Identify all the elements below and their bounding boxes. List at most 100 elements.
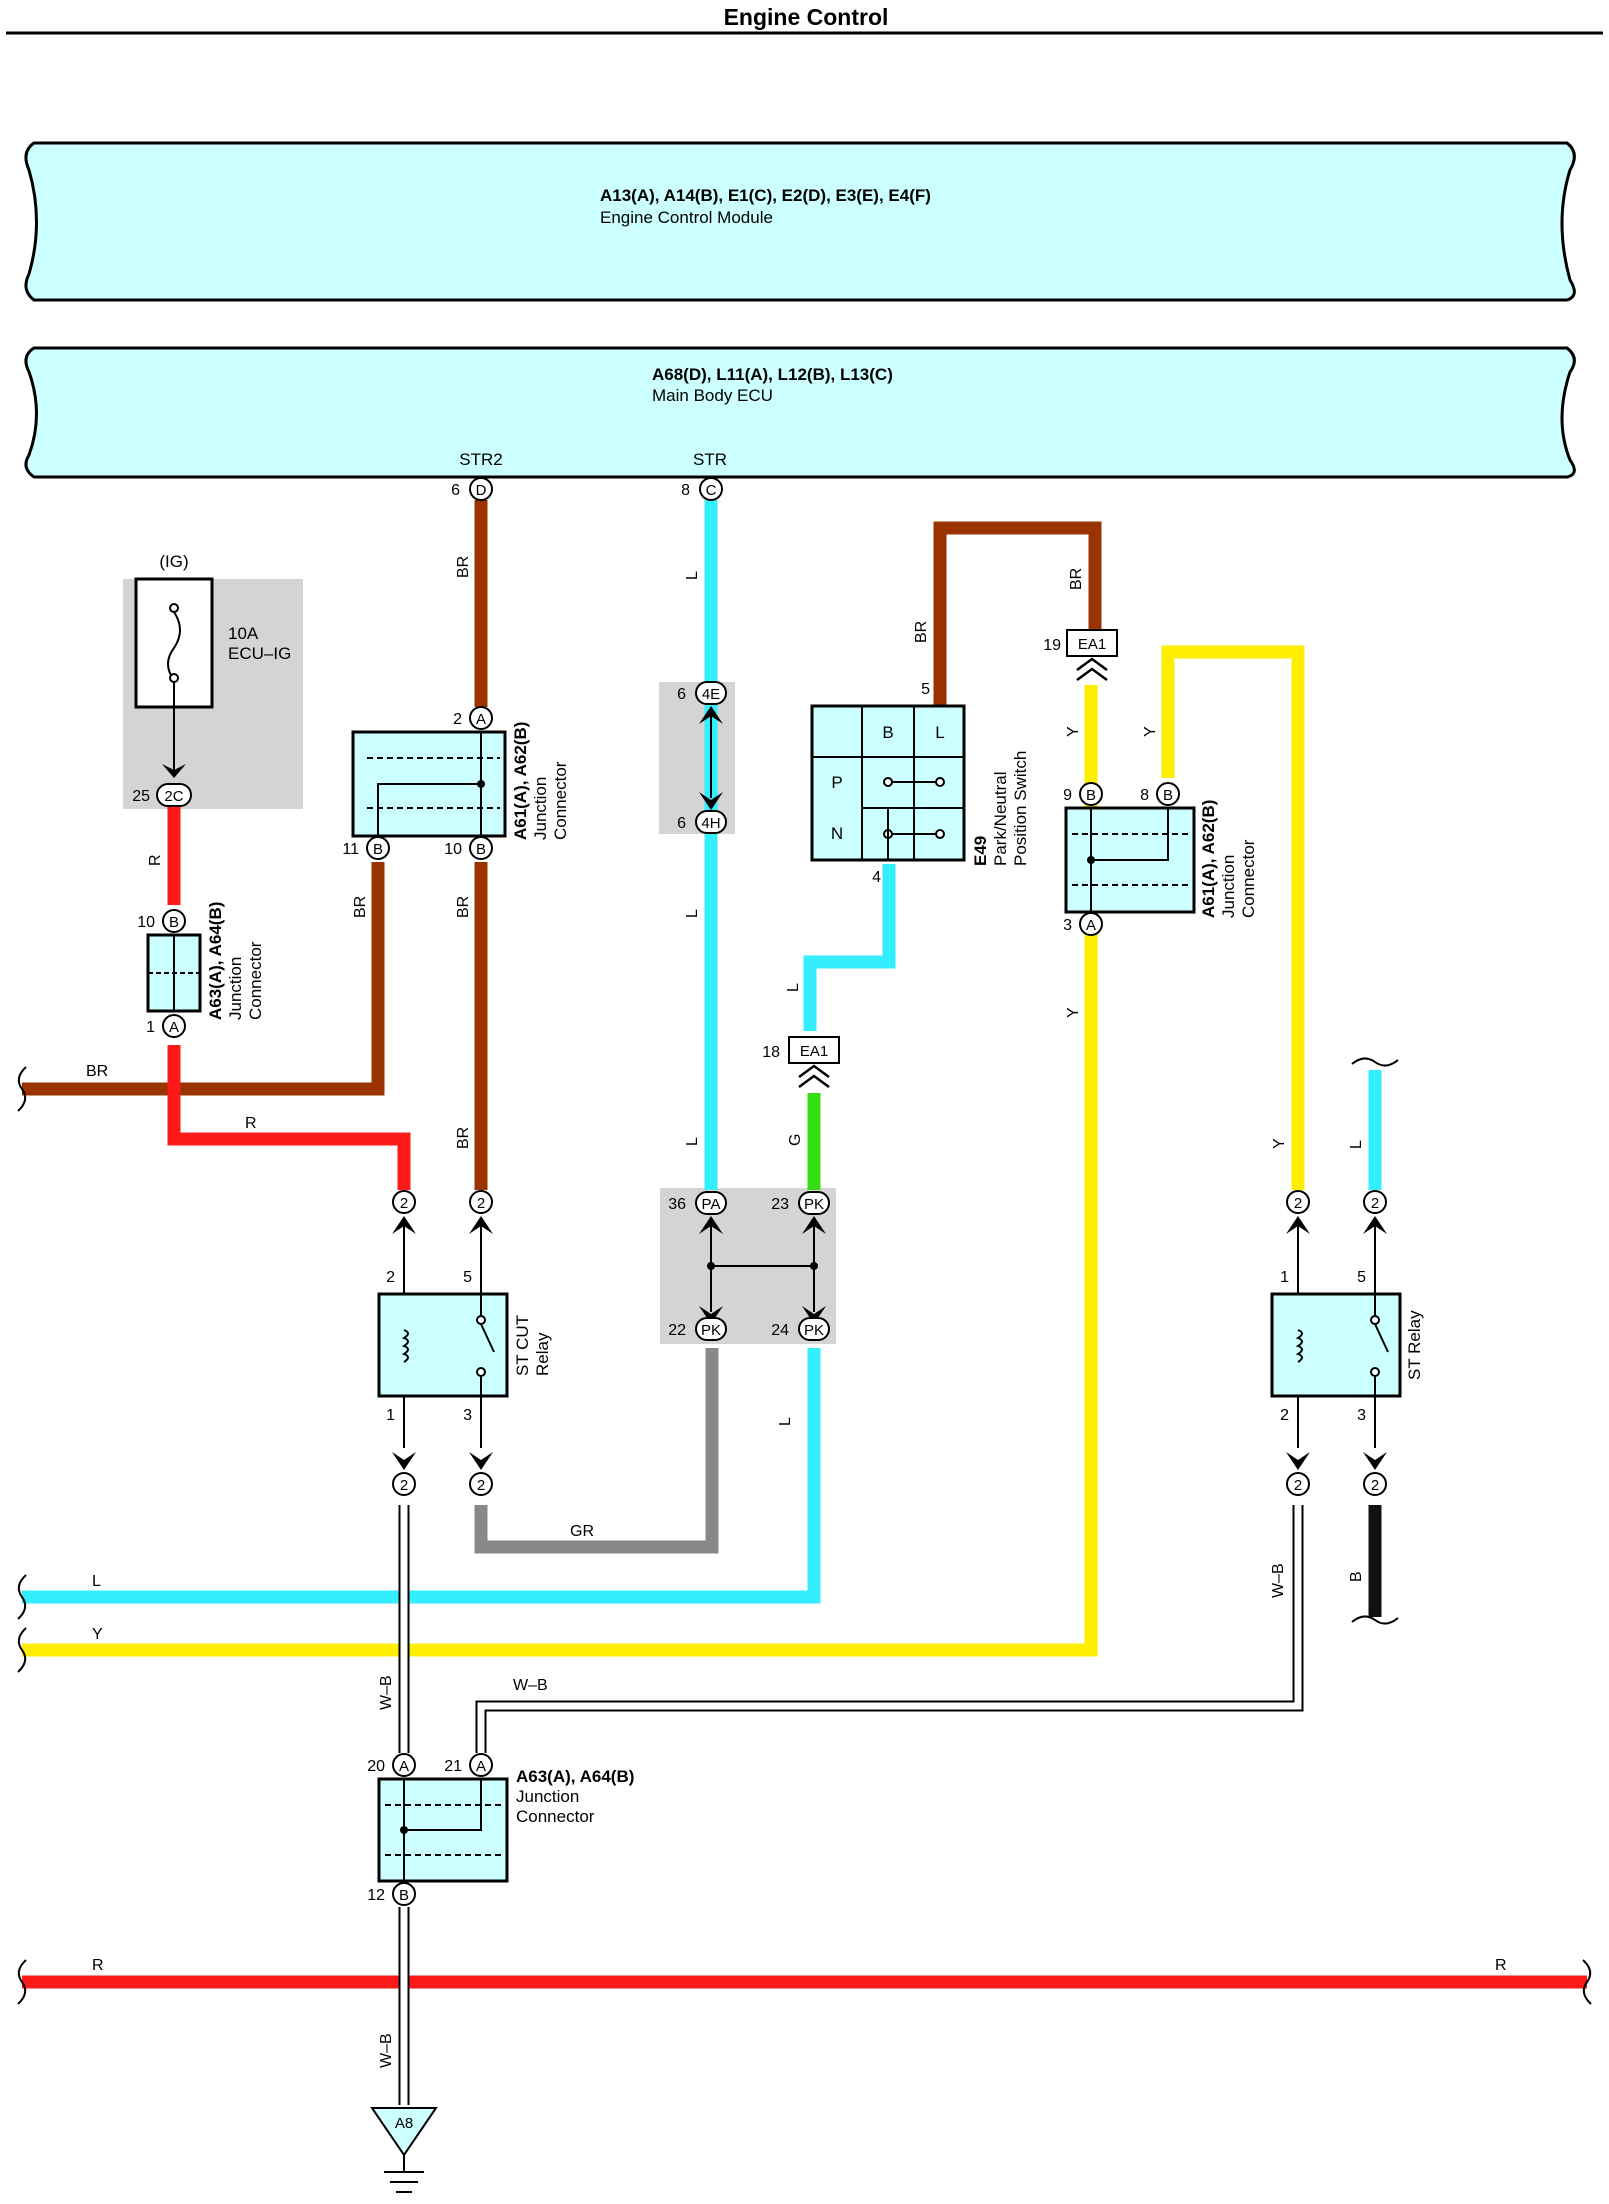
wire-l-pnp [803, 864, 896, 1031]
svg-text:Junction: Junction [531, 777, 550, 840]
ecu-terminal-str2: STR2 [459, 450, 502, 469]
ecu-terminal-d: D 6 [451, 477, 493, 501]
svg-text:B: B [373, 841, 383, 858]
st-relay: 2 2 1 5 2 3 2 2 ST Relay [1270, 1190, 1424, 1496]
connector-ea1-middle: 18 EA1 [762, 1036, 840, 1089]
wire-label-br-4: BR [86, 1063, 108, 1080]
wire-label-wb-4: W–B [378, 2033, 395, 2068]
svg-text:A: A [1086, 917, 1096, 934]
svg-text:PA: PA [702, 1196, 721, 1213]
svg-text:9: 9 [1063, 787, 1072, 804]
ecu-name: Main Body ECU [652, 386, 773, 405]
wire-label-br-6: BR [913, 621, 930, 643]
ground-a8: A8 [370, 2107, 438, 2193]
junction-connector-middle: A 2 B 11 B 10 A61(A), A62(B) Junction Co… [342, 706, 570, 860]
svg-text:ST Relay: ST Relay [1405, 1310, 1424, 1380]
svg-text:1: 1 [146, 1019, 155, 1036]
svg-text:24: 24 [771, 1322, 789, 1339]
wire-label-gr: GR [570, 1523, 594, 1540]
svg-text:18: 18 [762, 1044, 780, 1061]
wire-label-l-1: L [684, 571, 701, 580]
svg-text:Connector: Connector [1239, 839, 1258, 918]
fuse-source: (IG) [159, 552, 188, 571]
svg-text:2: 2 [477, 1195, 485, 1212]
svg-text:Relay: Relay [533, 1332, 552, 1376]
diagram-title: Engine Control [724, 4, 889, 30]
svg-text:B: B [476, 841, 486, 858]
wire-labels: BR L R BR BR L BR R BR L BR BR L G Y Y Y… [86, 556, 1507, 2068]
svg-text:22: 22 [668, 1322, 686, 1339]
fuse-ecu-ig: (IG) 10A ECU–IG 2C 25 [132, 552, 291, 807]
svg-text:Connector: Connector [551, 761, 570, 840]
svg-text:PK: PK [701, 1322, 721, 1339]
svg-text:D: D [476, 482, 487, 499]
svg-text:PK: PK [804, 1322, 824, 1339]
svg-text:2: 2 [1371, 1195, 1379, 1212]
wire-label-l-4: L [785, 983, 802, 992]
svg-text:6: 6 [677, 815, 686, 832]
svg-text:A: A [476, 711, 486, 728]
svg-text:B: B [1163, 787, 1173, 804]
wire-y-main [22, 685, 1098, 1657]
svg-text:A61(A), A62(B): A61(A), A62(B) [1199, 800, 1218, 918]
main-body-ecu: A68(D), L11(A), L12(B), L13(C) Main Body… [24, 346, 1576, 479]
svg-text:B: B [399, 1887, 409, 1904]
svg-text:4H: 4H [701, 815, 720, 832]
svg-text:2: 2 [400, 1195, 408, 1212]
ecu-terminal-c: C 8 [681, 477, 723, 501]
svg-text:E49: E49 [971, 836, 990, 866]
svg-text:21: 21 [444, 1758, 462, 1775]
svg-text:A61(A), A62(B): A61(A), A62(B) [511, 722, 530, 840]
svg-text:A63(A), A64(B): A63(A), A64(B) [206, 902, 225, 1020]
wire-label-y-1: Y [1065, 726, 1082, 737]
svg-text:Junction: Junction [516, 1787, 579, 1806]
junction-connector-bottom: A 20 A 21 B 12 A63(A), A64(B) Junction C… [367, 1753, 634, 1906]
svg-text:2: 2 [1294, 1477, 1302, 1494]
wires [22, 500, 1587, 1989]
wire-gr [474, 1348, 719, 1554]
svg-text:20: 20 [367, 1758, 385, 1775]
wire-label-r-4: R [1495, 1957, 1507, 1974]
wire-label-l-7: L [92, 1573, 101, 1590]
svg-text:5: 5 [921, 681, 930, 698]
wire-label-r-1: R [147, 854, 164, 866]
fuse-name: ECU–IG [228, 644, 291, 663]
svg-text:2: 2 [386, 1269, 395, 1286]
svg-text:Park/Neutral: Park/Neutral [991, 772, 1010, 866]
connector-4-shade [659, 682, 735, 834]
svg-text:EA1: EA1 [1078, 636, 1106, 653]
ecu-terminal-str: STR [693, 450, 727, 469]
wire-label-wb-1: W–B [1270, 1563, 1287, 1598]
svg-text:3: 3 [463, 1407, 472, 1424]
svg-text:23: 23 [771, 1196, 789, 1213]
wire-label-y-4: Y [1271, 1138, 1288, 1149]
wire-label-br-5: BR [455, 1127, 472, 1149]
wire-label-y-5: Y [92, 1626, 103, 1643]
svg-text:Connector: Connector [246, 941, 265, 1020]
wire-label-br-3: BR [455, 896, 472, 918]
wire-label-wb-2: W–B [513, 1677, 548, 1694]
junction-connector-left: B 10 A 1 A63(A), A64(B) Junction Connect… [137, 902, 265, 1038]
svg-text:3: 3 [1063, 917, 1072, 934]
svg-text:6: 6 [677, 686, 686, 703]
svg-text:L: L [935, 723, 944, 742]
svg-text:5: 5 [1357, 1269, 1366, 1286]
svg-text:P: P [831, 773, 842, 792]
svg-text:1: 1 [386, 1407, 395, 1424]
wire-label-wb-3: W–B [378, 1675, 395, 1710]
svg-text:11: 11 [342, 841, 359, 858]
svg-text:1: 1 [1280, 1269, 1289, 1286]
svg-text:10: 10 [444, 841, 462, 858]
svg-text:2C: 2C [164, 788, 183, 805]
wire-label-b: B [1348, 1571, 1365, 1582]
svg-text:Junction: Junction [226, 957, 245, 1020]
svg-text:8: 8 [1140, 787, 1149, 804]
ecu-codes: A68(D), L11(A), L12(B), L13(C) [652, 365, 893, 384]
svg-text:A: A [476, 1758, 486, 1775]
svg-text:25: 25 [132, 788, 150, 805]
svg-text:2: 2 [477, 1477, 485, 1494]
svg-text:2: 2 [1294, 1195, 1302, 1212]
svg-text:A8: A8 [395, 2115, 413, 2132]
wire-label-r-2: R [245, 1115, 257, 1132]
svg-text:2: 2 [1280, 1407, 1289, 1424]
